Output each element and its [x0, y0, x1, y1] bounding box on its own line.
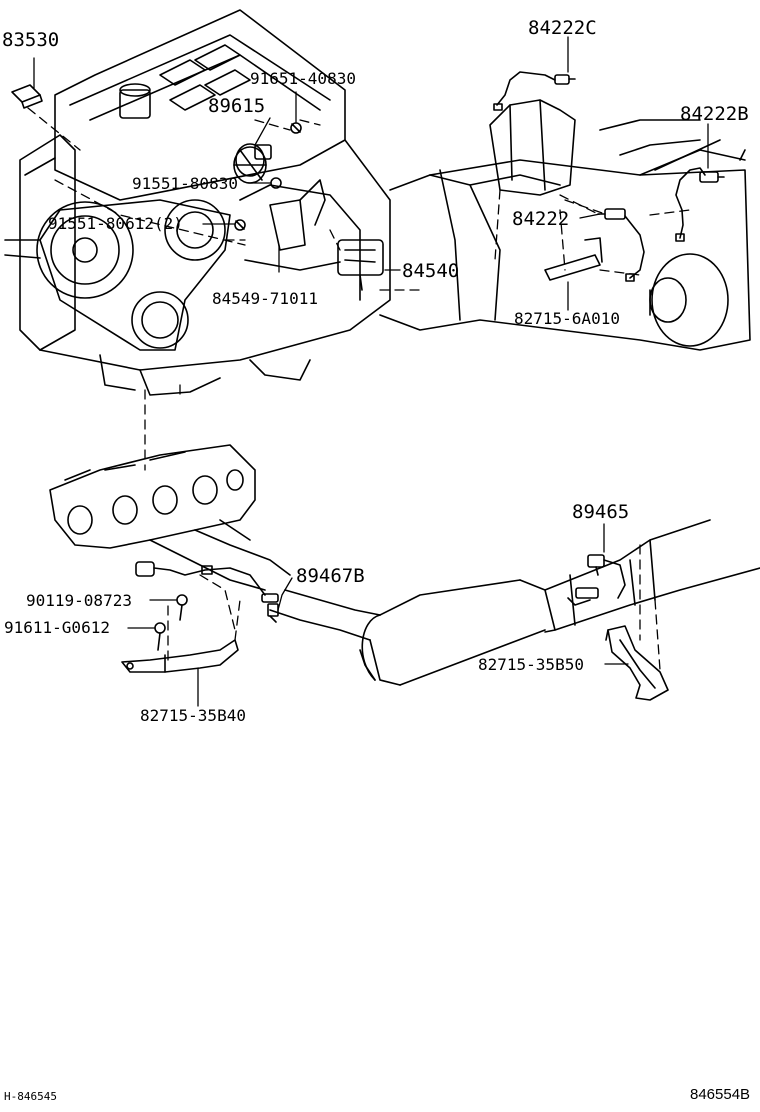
- bracket-82715-35b50: [605, 625, 669, 701]
- label-84222: 84222: [512, 208, 570, 230]
- label-84540: 84540: [402, 260, 460, 282]
- sensor-83530: [11, 84, 43, 109]
- label-82715-35b50: 82715-35B50: [478, 655, 584, 674]
- bolt-90119-08723: [176, 594, 188, 621]
- sensor-84222b: [675, 167, 725, 242]
- bracket-82715-35b40: [121, 639, 239, 673]
- sensor-89467b: [135, 561, 279, 623]
- engine-block: [4, 9, 391, 396]
- label-90119-08723: 90119-08723: [26, 591, 132, 610]
- footer-right-code: 846554B: [690, 1086, 751, 1103]
- label-91551-80612: 91551-80612(2): [48, 214, 183, 233]
- label-82715-6a010: 82715-6A010: [514, 309, 620, 328]
- exhaust-pipe: [269, 519, 760, 686]
- bolt-91551-80830: [270, 177, 282, 189]
- transmission: [379, 99, 751, 351]
- label-91651-40830: 91651-40830: [250, 69, 356, 88]
- bracket-82715-6a010: [544, 237, 603, 281]
- sensor-84222: [597, 208, 645, 282]
- label-89465: 89465: [572, 501, 630, 523]
- bracket-84549-71011: [269, 179, 326, 251]
- bolt-91551-80612: [234, 219, 246, 231]
- exhaust-manifold: [49, 444, 291, 591]
- label-89467b: 89467B: [296, 565, 365, 587]
- label-83530: 83530: [2, 29, 60, 51]
- footer-left-code: H-846545: [4, 1090, 57, 1103]
- dashed-guides: [27, 107, 691, 671]
- label-89615: 89615: [208, 95, 266, 117]
- leader-lines: [33, 36, 709, 707]
- label-91551-80830: 91551-80830: [132, 174, 238, 193]
- label-84222c: 84222C: [528, 17, 597, 39]
- sensor-89465: [567, 554, 626, 606]
- bolt-91611-g0612: [154, 622, 166, 651]
- label-91611-g0612: 91611-G0612: [4, 618, 110, 637]
- bolt-91651-40830: [290, 122, 302, 134]
- sensor-84222c: [493, 71, 576, 111]
- label-84222b: 84222B: [680, 103, 749, 125]
- switch-84540: [337, 239, 384, 291]
- sensor-89615: [235, 143, 272, 177]
- label-84549-71011: 84549-71011: [212, 289, 318, 308]
- label-82715-35b40: 82715-35B40: [140, 706, 246, 725]
